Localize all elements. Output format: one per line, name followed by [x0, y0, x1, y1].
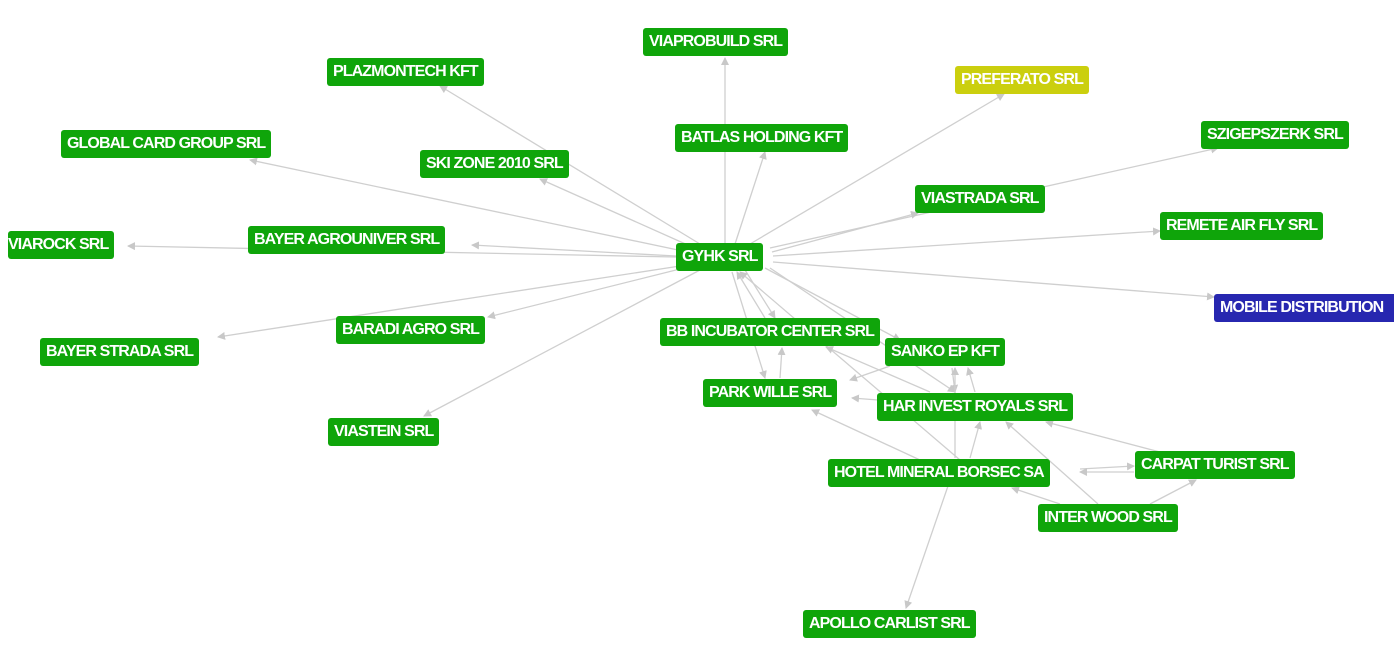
node-sanko[interactable]: SANKO EP KFT — [885, 338, 1006, 366]
node-gyhk[interactable]: GYHK SRL — [676, 243, 764, 271]
edge-gyhk-bayer-agro — [471, 241, 677, 257]
edge-gyhk-viastein — [423, 269, 701, 417]
edge-gyhk-mobile — [772, 261, 1215, 301]
node-bayer-strada[interactable]: BAYER STRADA SRL — [40, 338, 200, 366]
node-plazmontech[interactable]: PLAZMONTECH KFT — [327, 58, 484, 86]
edge-har-sanko — [966, 367, 976, 393]
edge-gyhk-ski-zone — [539, 178, 691, 247]
edge-gyhk-baradi — [487, 267, 685, 320]
edge-inter-wood-har — [1005, 421, 1099, 505]
node-carpat-turist[interactable]: CARPAT TURIST SRL — [1135, 451, 1295, 479]
node-viarock[interactable]: VIAROCK SRL — [8, 231, 115, 259]
edge-gyhk-batlas — [734, 151, 767, 245]
edge-hotel-gyhk — [739, 271, 961, 461]
edge-park-wille-bb — [777, 347, 786, 379]
edge-hotel-har — [969, 421, 982, 459]
edge-har-park-wille — [851, 394, 879, 403]
edge-gyhk-plazmontech — [439, 85, 701, 245]
edge-gyhk-bb-incubator — [744, 269, 776, 319]
node-global-card[interactable]: GLOBAL CARD GROUP SRL — [61, 130, 272, 158]
edge-hotel-park-wille — [811, 409, 921, 461]
edge-sanko-park-wille — [849, 365, 891, 382]
node-viastein[interactable]: VIASTEIN SRL — [328, 418, 440, 446]
edge-gyhk-remete — [772, 227, 1161, 257]
node-batlas[interactable]: BATLAS HOLDING KFT — [675, 124, 849, 152]
edge-carpat-har — [1045, 419, 1161, 453]
node-viastrada[interactable]: VIASTRADA SRL — [915, 185, 1045, 213]
edge-inter-wood-carpat — [1149, 479, 1197, 505]
node-inter-wood[interactable]: INTER WOOD SRL — [1038, 504, 1178, 532]
edge-har-bb — [825, 346, 931, 393]
node-szigepszerk[interactable]: SZIGEPSZERK SRL — [1201, 121, 1349, 149]
node-har-invest[interactable]: HAR INVEST ROYALS SRL — [877, 393, 1074, 421]
node-remete[interactable]: REMETE AIR FLY SRL — [1160, 212, 1324, 240]
node-park-wille[interactable]: PARK WILLE SRL — [703, 379, 838, 407]
edge-gyhk-global-card — [249, 157, 679, 251]
edge-hotel-carpat — [1079, 462, 1135, 471]
node-ski-zone[interactable]: SKI ZONE 2010 SRL — [420, 150, 569, 178]
node-mobile-distribution[interactable]: MOBILE DISTRIBUTION — [1214, 294, 1394, 322]
node-bb-incubator[interactable]: BB INCUBATOR CENTER SRL — [660, 318, 881, 346]
edge-gyhk-bayer-strada — [217, 265, 681, 340]
edge-bb-incubator-gyhk — [736, 271, 766, 319]
node-bayer-agrouniver[interactable]: BAYER AGROUNIVER SRL — [248, 226, 446, 254]
node-baradi-agro[interactable]: BARADI AGRO SRL — [336, 316, 486, 344]
edge-gyhk-preferato — [749, 93, 1005, 245]
node-hotel-mineral[interactable]: HOTEL MINERAL BORSEC SA — [828, 459, 1050, 487]
edge-gyhk-viastrada — [771, 210, 919, 253]
node-preferato[interactable]: PREFERATO SRL — [955, 66, 1089, 94]
edge-inter-wood-hotel — [1011, 486, 1061, 505]
edge-hotel-apollo — [904, 485, 949, 609]
node-apollo-carlist[interactable]: APOLLO CARLIST SRL — [803, 610, 976, 638]
node-viaprobuild[interactable]: VIAPROBUILD SRL — [643, 28, 789, 56]
